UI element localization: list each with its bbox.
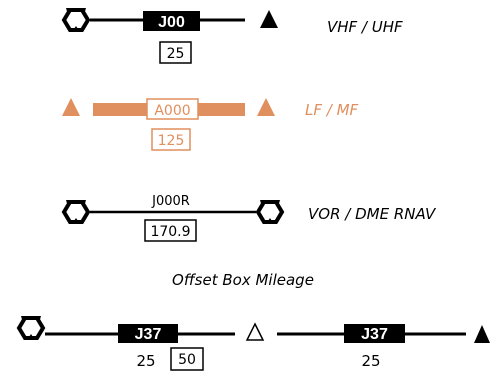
airway-name: J37 — [361, 326, 388, 343]
row-vhf-uhf: J00 25 VHF / UHF — [61, 8, 403, 64]
vortac-icon — [61, 200, 91, 224]
row-caption: VOR / DME RNAV — [308, 205, 437, 223]
filled-triangle-icon — [257, 98, 275, 116]
airway-name: A000 — [154, 103, 190, 119]
row-lf-mf: A000 125 LF / MF — [62, 98, 359, 151]
vortac-icon — [61, 8, 91, 32]
mileage-box — [144, 219, 197, 242]
airway-name-box — [344, 324, 405, 343]
filled-triangle-icon — [260, 10, 278, 28]
mileage-box — [151, 128, 191, 151]
row-caption: LF / MF — [305, 101, 359, 119]
filled-triangle-icon — [62, 98, 80, 116]
airway-name-box — [143, 11, 200, 31]
mileage-value: 125 — [158, 133, 185, 149]
airway-name: J37 — [135, 326, 162, 343]
offset-mileage-box — [170, 347, 204, 371]
offset-box-mileage-section: Offset Box Mileage J37 25 50 J37 25 — [16, 271, 490, 371]
open-triangle-icon — [245, 322, 265, 341]
row-caption: VHF / UHF — [327, 18, 403, 36]
airway-name: J00 — [158, 14, 185, 31]
mileage-value: 25 — [136, 352, 155, 370]
vortac-icon — [255, 200, 285, 224]
filled-triangle-icon — [474, 325, 490, 343]
mileage-value: 170.9 — [150, 224, 190, 240]
vortac-icon — [16, 316, 46, 340]
mileage-value: 25 — [361, 352, 380, 370]
row-vor-dme-rnav: J000R 170.9 VOR / DME RNAV — [61, 194, 437, 242]
mileage-value: 25 — [167, 46, 185, 62]
mileage-box — [159, 41, 192, 64]
section-heading: Offset Box Mileage — [172, 271, 314, 289]
airway-name-box — [118, 324, 178, 343]
offset-mileage-value: 50 — [178, 352, 196, 368]
airway-name: J000R — [151, 194, 190, 209]
airway-name-box — [146, 98, 199, 120]
